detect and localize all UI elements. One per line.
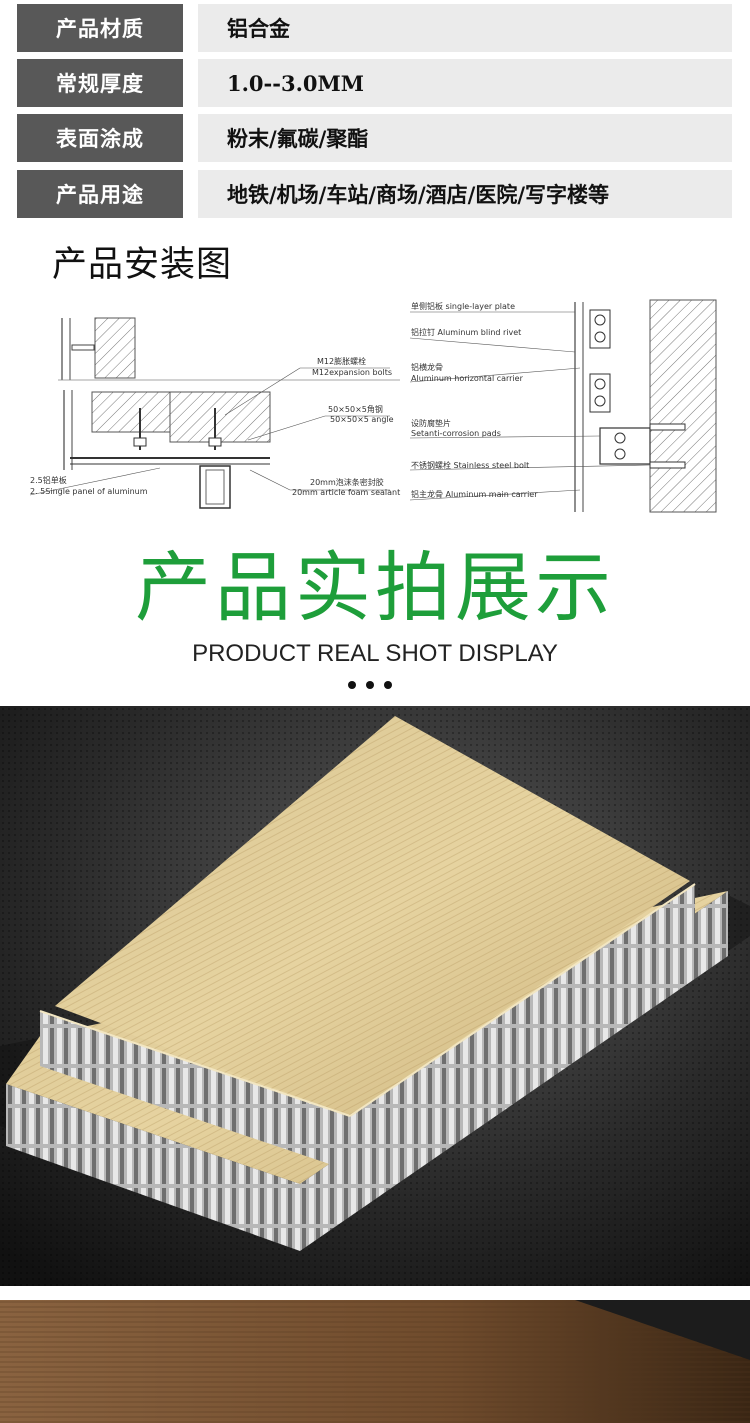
- spec-value: 铝合金: [198, 4, 732, 52]
- label-blind-rivet: 铝拉钉 Aluminum blind rivet: [411, 327, 521, 337]
- spec-label: 产品材质: [17, 4, 183, 52]
- label-pads-cn: 设防腐垫片: [411, 418, 451, 428]
- label-panel-en: 2. 5Single panel of aluminum: [30, 487, 148, 496]
- dot: [384, 681, 392, 689]
- spec-row-usage: 产品用途 地铁/机场/车站/商场/酒店/医院/写字楼等: [17, 170, 732, 218]
- installation-diagram: M12膨胀螺栓 M12expansion bolts 50×50×5角钢 50×…: [29, 299, 717, 513]
- right-diagram: 单侧铝板 single-layer plate 铝拉钉 Aluminum bli…: [409, 299, 717, 513]
- spec-row-material: 产品材质 铝合金: [17, 4, 732, 52]
- spec-row-thickness: 常规厚度 1.0--3.0MM: [17, 59, 732, 107]
- product-photo-honeycomb-panels: [0, 706, 750, 1286]
- label-single-plate: 单侧铝板 single-layer plate: [411, 301, 515, 311]
- label-steel-bolt: 不锈钢螺栓 Stainless steel bolt: [411, 460, 529, 470]
- left-diagram: M12膨胀螺栓 M12expansion bolts 50×50×5角钢 50×…: [29, 317, 400, 509]
- dot: [366, 681, 374, 689]
- spec-label: 产品用途: [17, 170, 183, 218]
- install-title: 产品安装图: [52, 245, 233, 285]
- spec-value: 粉末/氟碳/聚酯: [198, 114, 732, 162]
- label-panel-cn: 2.5铝单板: [30, 475, 67, 485]
- label-main-carrier: 铝主龙骨 Aluminum main carrier: [411, 489, 538, 499]
- spec-value: 1.0--3.0MM: [198, 59, 732, 107]
- label-foam-en: 20mm article foam sealant: [292, 488, 400, 497]
- label-angle-cn: 50×50×5角钢: [328, 404, 383, 414]
- dots-divider: [348, 681, 392, 689]
- spec-value: 地铁/机场/车站/商场/酒店/医院/写字楼等: [198, 170, 732, 218]
- spec-label: 常规厚度: [17, 59, 183, 107]
- product-photo-wood-panel: [0, 1300, 750, 1423]
- dot: [348, 681, 356, 689]
- label-bolt-cn: M12膨胀螺栓: [317, 356, 366, 366]
- label-pads-en: Setanti-corrosion pads: [411, 429, 501, 438]
- showcase-subtitle: PRODUCT REAL SHOT DISPLAY: [192, 640, 558, 667]
- spec-row-coating: 表面涂成 粉末/氟碳/聚酯: [17, 114, 732, 162]
- label-foam-cn: 20mm泡沫条密封胶: [310, 477, 384, 487]
- label-angle-en: 50×50×5 angle: [330, 415, 394, 424]
- label-bolt-en: M12expansion bolts: [312, 368, 392, 377]
- label-horizontal-cn: 铝横龙骨: [411, 362, 443, 372]
- showcase-title: 产品实拍展示: [135, 543, 615, 632]
- spec-label: 表面涂成: [17, 114, 183, 162]
- label-horizontal-en: Aluminum horizontal carrier: [411, 374, 524, 383]
